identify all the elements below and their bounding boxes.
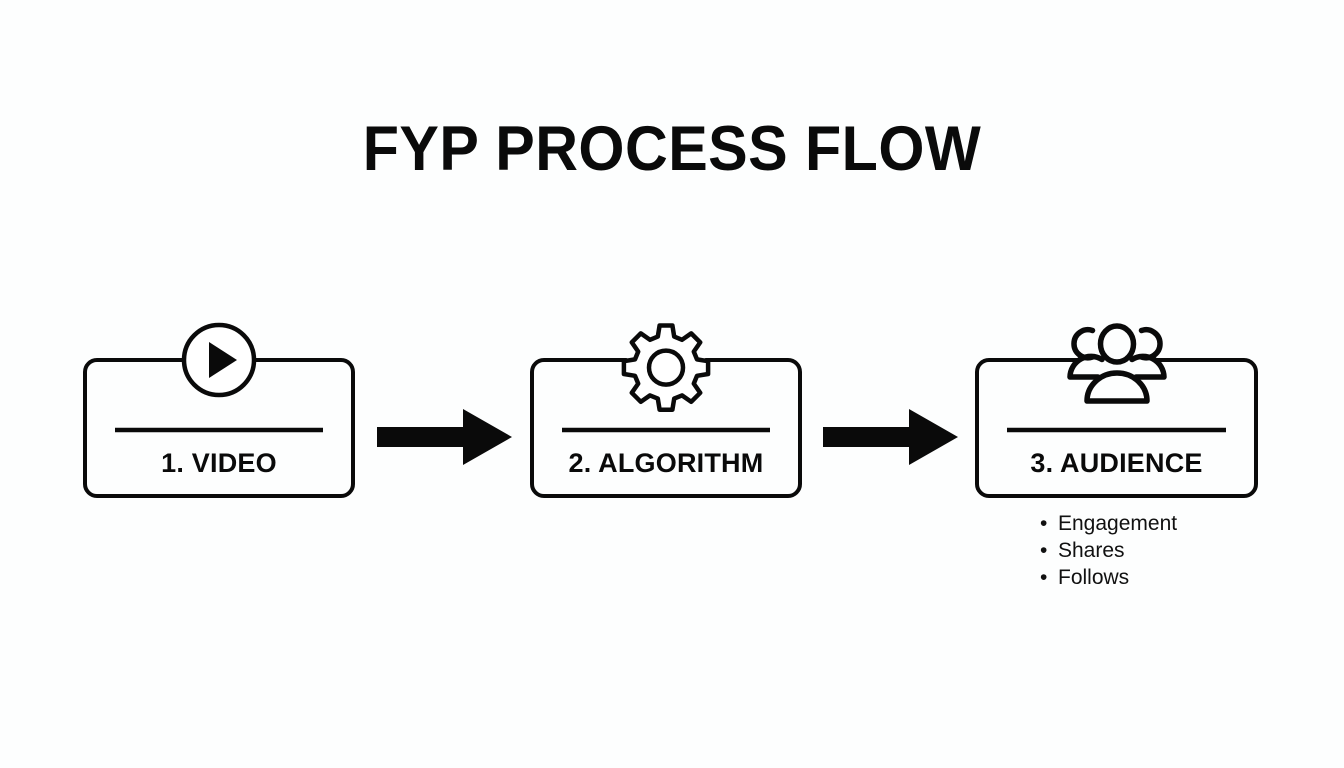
people-group-icon [1062, 320, 1172, 404]
gear-icon [620, 320, 712, 412]
bullet-dot: • [1040, 566, 1048, 589]
audience-bullet-list: • Engagement • Shares • Follows [1036, 510, 1177, 591]
list-item: • Shares [1036, 537, 1177, 564]
list-item-label: Engagement [1058, 512, 1178, 535]
page-title: FYP PROCESS FLOW [362, 114, 982, 184]
card-frame [530, 358, 802, 498]
play-circle-icon [179, 320, 259, 400]
flow-step-video[interactable]: 1. VIDEO [83, 322, 355, 498]
list-item-label: Shares [1058, 539, 1125, 562]
card-frame [83, 358, 355, 498]
flow-step-label-video: 1. VIDEO [161, 448, 277, 478]
arrow-right-icon [823, 408, 959, 466]
arrow-right-icon [377, 408, 513, 466]
flow-step-audience[interactable]: 3. AUDIENCE [975, 323, 1258, 498]
list-item-label: Follows [1058, 566, 1130, 589]
list-item: • Follows [1036, 564, 1177, 591]
bullet-dot: • [1040, 512, 1048, 535]
flow-step-algorithm[interactable]: 2. ALGORITHM [530, 323, 802, 498]
card-frame [975, 358, 1258, 498]
flow-step-label-algorithm: 2. ALGORITHM [568, 448, 764, 478]
bullet-dot: • [1040, 539, 1048, 562]
flow-step-label-audience: 3. AUDIENCE [1030, 448, 1203, 478]
list-item: • Engagement [1036, 510, 1177, 537]
